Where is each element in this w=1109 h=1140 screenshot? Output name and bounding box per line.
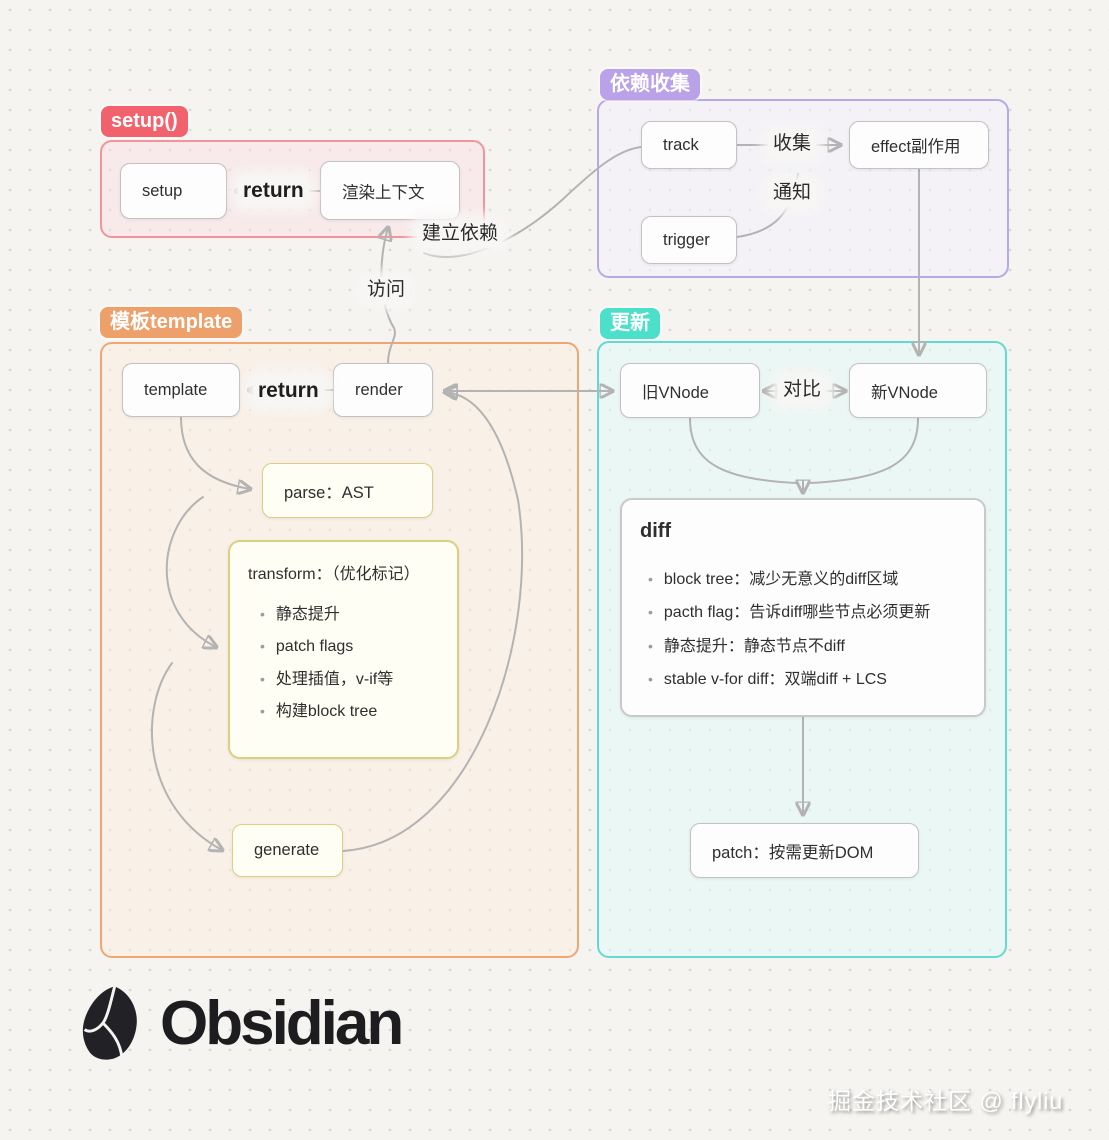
node-patch: patch：按需更新DOM bbox=[690, 823, 919, 878]
node-render: render bbox=[333, 363, 433, 417]
obsidian-gem-icon bbox=[82, 985, 137, 1060]
edge-label-establish-dep: 建立依赖 bbox=[417, 221, 504, 248]
node-parse-ast: parse：AST bbox=[262, 463, 433, 518]
edge-label-return-setup: return bbox=[238, 176, 309, 206]
diff-card-title: diff bbox=[640, 520, 672, 542]
transform-bullet: patch flags bbox=[260, 638, 447, 656]
node-render-context: 渲染上下文 bbox=[320, 161, 460, 220]
node-template: template bbox=[122, 363, 240, 417]
edge-label-access: 访问 bbox=[362, 277, 411, 304]
node-setup: setup bbox=[120, 163, 227, 219]
transform-bullet: 处理插值，v-if等 bbox=[260, 671, 447, 689]
update-region-label: 更新 bbox=[600, 308, 660, 339]
template-region-label: 模板template bbox=[100, 307, 243, 338]
diff-bullet: 静态提升：静态节点不diff bbox=[648, 638, 974, 656]
edge-label-compare: 对比 bbox=[778, 377, 827, 404]
diff-bullet-list: block tree：减少无意义的diff区域 pacth flag：告诉dif… bbox=[622, 571, 984, 690]
node-old-vnode: 旧VNode bbox=[620, 363, 760, 418]
diff-bullet: stable v-for diff：双端diff + LCS bbox=[648, 671, 974, 689]
community-watermark: 掘金技术社区 @ flyliu bbox=[828, 1088, 1064, 1114]
node-track: track bbox=[641, 121, 737, 169]
diff-card: diff block tree：减少无意义的diff区域 pacth flag：… bbox=[620, 498, 986, 717]
edge-label-return-template: return bbox=[253, 376, 324, 406]
node-trigger: trigger bbox=[641, 216, 737, 264]
deps-region-label: 依赖收集 bbox=[600, 69, 700, 100]
node-effect: effect副作用 bbox=[849, 121, 989, 169]
diff-bullet: block tree：减少无意义的diff区域 bbox=[648, 571, 974, 589]
obsidian-logo: Obsidian bbox=[78, 984, 404, 1062]
transform-bullet-list: 静态提升 patch flags 处理插值，v-if等 构建block tree bbox=[230, 606, 457, 722]
edge-label-collect: 收集 bbox=[768, 131, 817, 158]
diff-bullet: pacth flag：告诉diff哪些节点必须更新 bbox=[648, 604, 974, 622]
transform-card: transform：（优化标记） 静态提升 patch flags 处理插值，v… bbox=[228, 540, 459, 759]
transform-card-title: transform：（优化标记） bbox=[248, 566, 420, 583]
transform-bullet: 构建block tree bbox=[260, 703, 447, 721]
node-new-vnode: 新VNode bbox=[849, 363, 987, 418]
node-generate: generate bbox=[232, 824, 343, 877]
transform-bullet: 静态提升 bbox=[260, 606, 447, 624]
obsidian-wordmark: Obsidian bbox=[160, 988, 404, 1058]
setup-region-label: setup() bbox=[101, 106, 188, 137]
edge-label-notify: 通知 bbox=[768, 180, 817, 207]
